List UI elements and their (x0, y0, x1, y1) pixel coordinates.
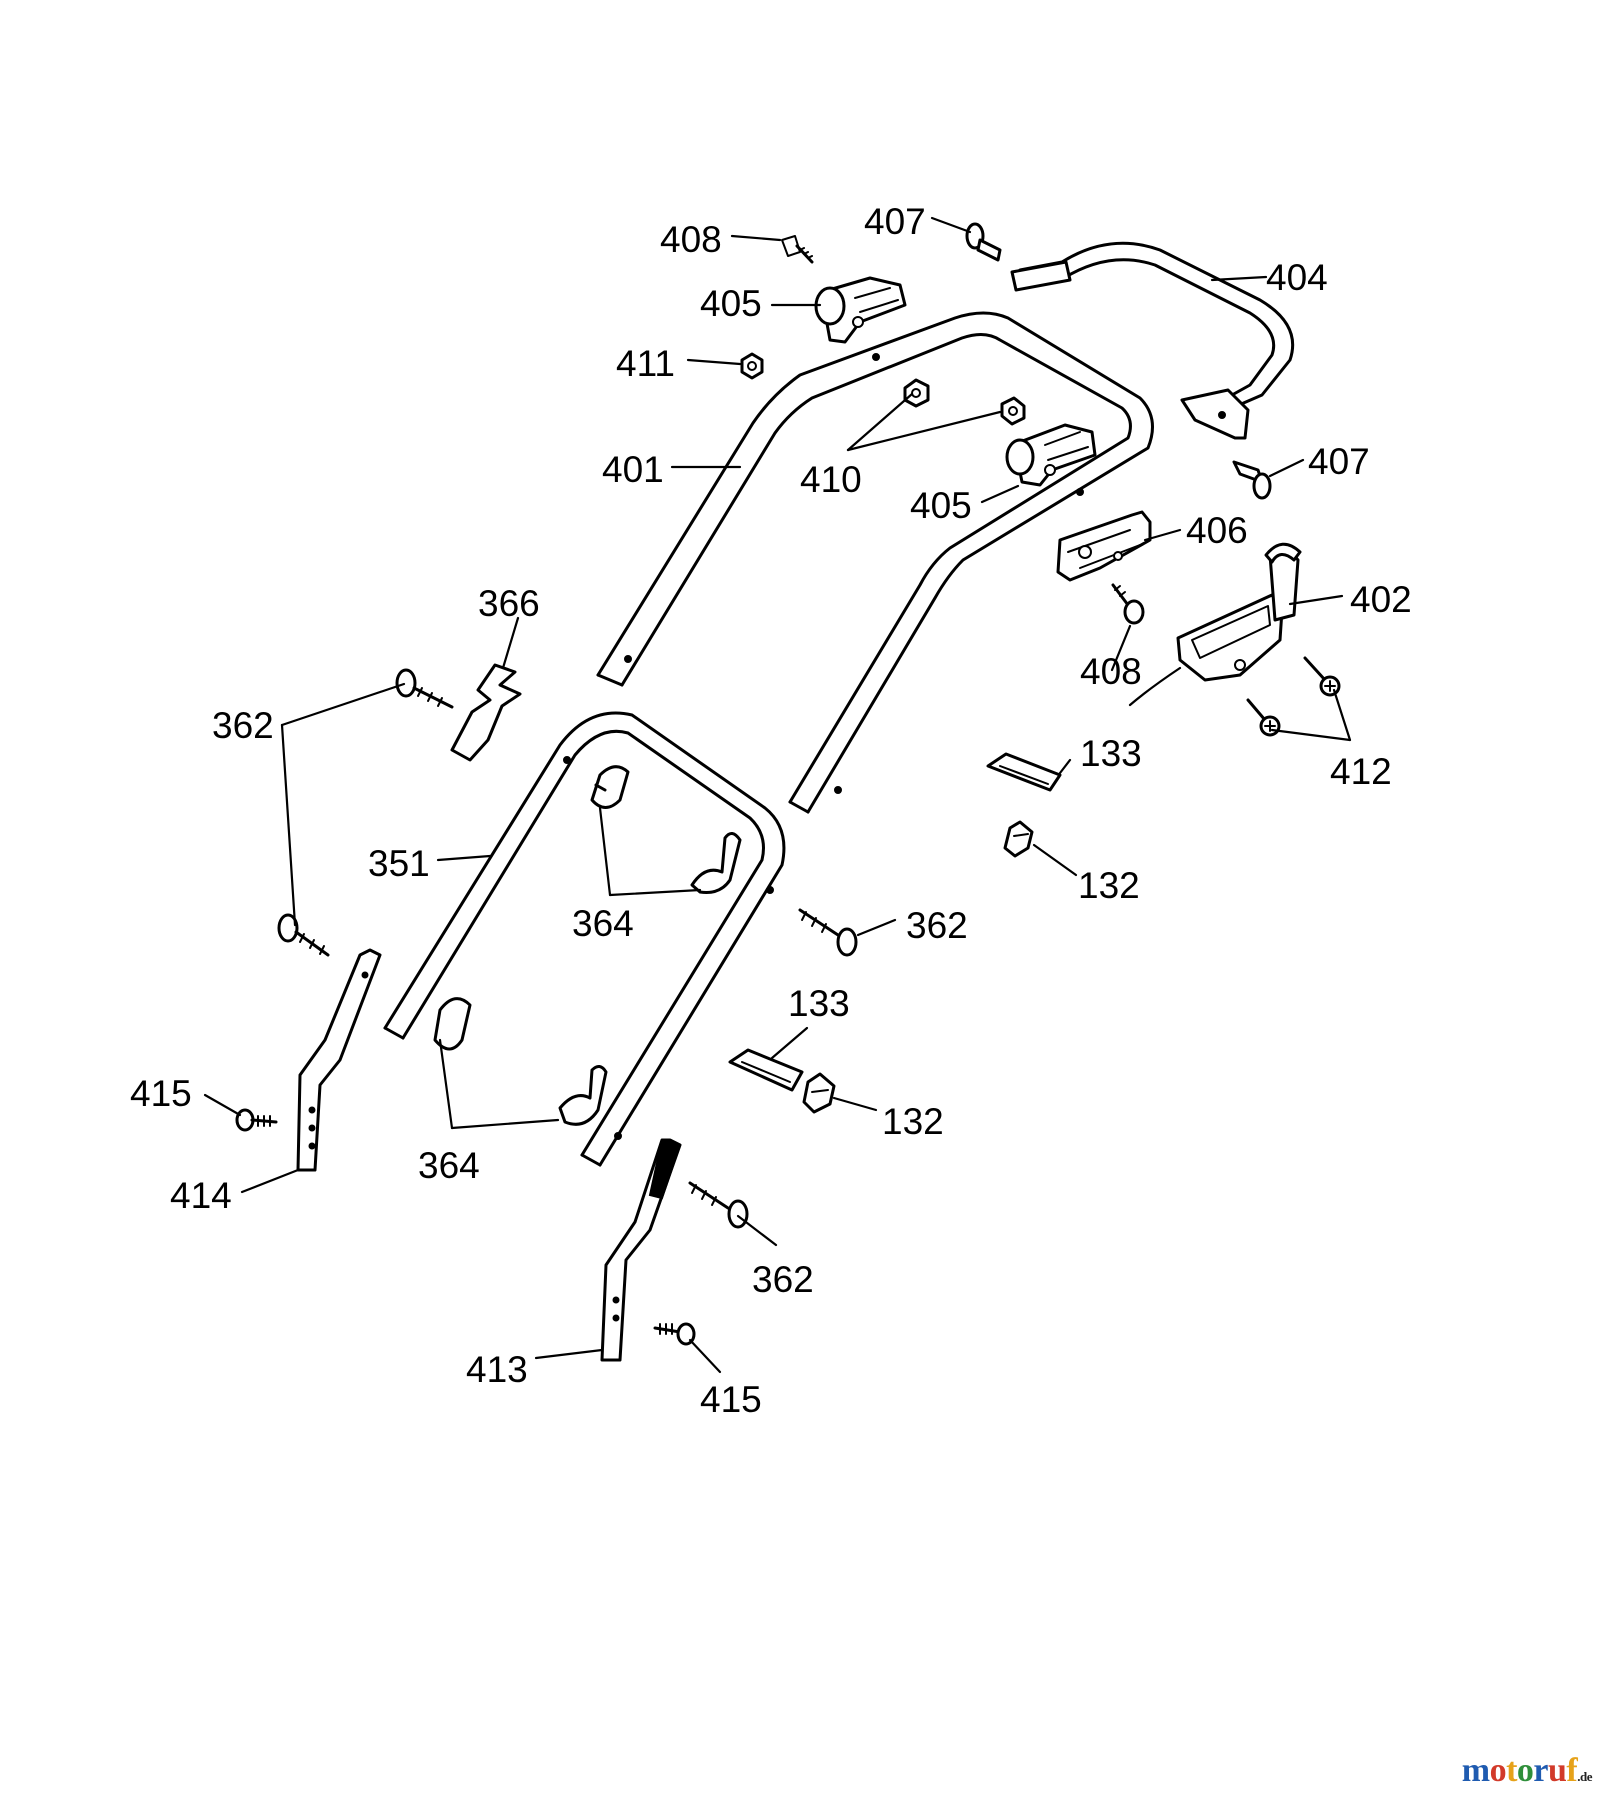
cable-guide-406 (1056, 510, 1152, 582)
brand-letter: o (1489, 1752, 1507, 1789)
callout-405-mid: 405 (910, 485, 972, 526)
cable-tie-132-right (1003, 820, 1034, 858)
callout-labels: 408 407 404 405 411 401 410 405 407 406 … (130, 201, 1412, 1420)
bolt-362-mid (798, 908, 858, 957)
bolt-407-top (965, 222, 1002, 262)
middle-handle-351 (383, 711, 786, 1167)
callout-364-bottom: 364 (418, 1145, 480, 1186)
wing-knob-364-a (590, 765, 630, 809)
callout-415-bottom: 415 (700, 1379, 762, 1420)
callout-351: 351 (368, 843, 430, 884)
callout-410: 410 (800, 459, 862, 500)
callout-411: 411 (616, 343, 675, 384)
cable-hook-366 (450, 663, 522, 762)
clamp-405-mid (1005, 423, 1097, 487)
callout-132-mid: 132 (882, 1101, 944, 1142)
callout-362-bottom: 362 (752, 1259, 814, 1300)
cable-clip-133-right (986, 752, 1062, 792)
leader-lines (203, 216, 1352, 1374)
callout-412: 412 (1330, 751, 1392, 792)
bolt-362-left-bottom (277, 913, 330, 957)
bolt-407-right (1232, 460, 1272, 500)
brand-letter: f (1566, 1752, 1578, 1789)
brand-letter: u (1548, 1752, 1567, 1789)
bolt-408-top (781, 235, 814, 264)
callout-415-left: 415 (130, 1073, 192, 1114)
nut-410-b (1000, 396, 1026, 426)
callout-406: 406 (1186, 510, 1248, 551)
brand-logo: motoruf.de (1461, 1752, 1593, 1790)
bolt-408-mid (1111, 583, 1145, 625)
callout-133-mid: 133 (788, 983, 850, 1024)
cable-clip-133-mid (728, 1048, 804, 1092)
cable-tie-132-mid (802, 1072, 836, 1114)
bail-lever-404 (1010, 241, 1295, 440)
lower-tube-414 (296, 948, 382, 1172)
brand-letter: r (1533, 1752, 1548, 1789)
nut-410-a (903, 378, 930, 408)
callout-408-top: 408 (660, 219, 722, 260)
callout-413: 413 (466, 1349, 528, 1390)
nut-411 (740, 352, 764, 380)
callout-404: 404 (1266, 257, 1328, 298)
callout-362-mid: 362 (906, 905, 968, 946)
throttle-lever-402 (1128, 542, 1302, 707)
callout-407-right: 407 (1308, 441, 1370, 482)
callout-405-top: 405 (700, 283, 762, 324)
callout-362-left: 362 (212, 705, 274, 746)
bolt-362-left-top (395, 668, 454, 709)
wing-knob-364-d (558, 1065, 608, 1126)
callout-402: 402 (1350, 579, 1412, 620)
brand-suffix: .de (1577, 1769, 1592, 1784)
callout-401: 401 (602, 449, 664, 490)
brand-letter: m (1461, 1752, 1490, 1789)
screw-415-left (235, 1108, 278, 1132)
brand-letter: o (1516, 1752, 1534, 1789)
wing-knob-364-b (690, 832, 742, 894)
callout-132-right: 132 (1078, 865, 1140, 906)
callout-133-right: 133 (1080, 733, 1142, 774)
lower-tube-413 (600, 1138, 682, 1362)
upper-handle-401 (596, 311, 1154, 814)
callout-414: 414 (170, 1175, 232, 1216)
screw-412-a (1303, 656, 1341, 697)
callout-408-mid: 408 (1080, 651, 1142, 692)
callout-407-top: 407 (864, 201, 926, 242)
brand-letter: t (1506, 1752, 1517, 1789)
screw-415-bottom (653, 1322, 696, 1346)
callout-366: 366 (478, 583, 540, 624)
callout-364-top: 364 (572, 903, 634, 944)
clamp-405-top (814, 276, 907, 344)
bolt-362-bottom (688, 1181, 749, 1229)
